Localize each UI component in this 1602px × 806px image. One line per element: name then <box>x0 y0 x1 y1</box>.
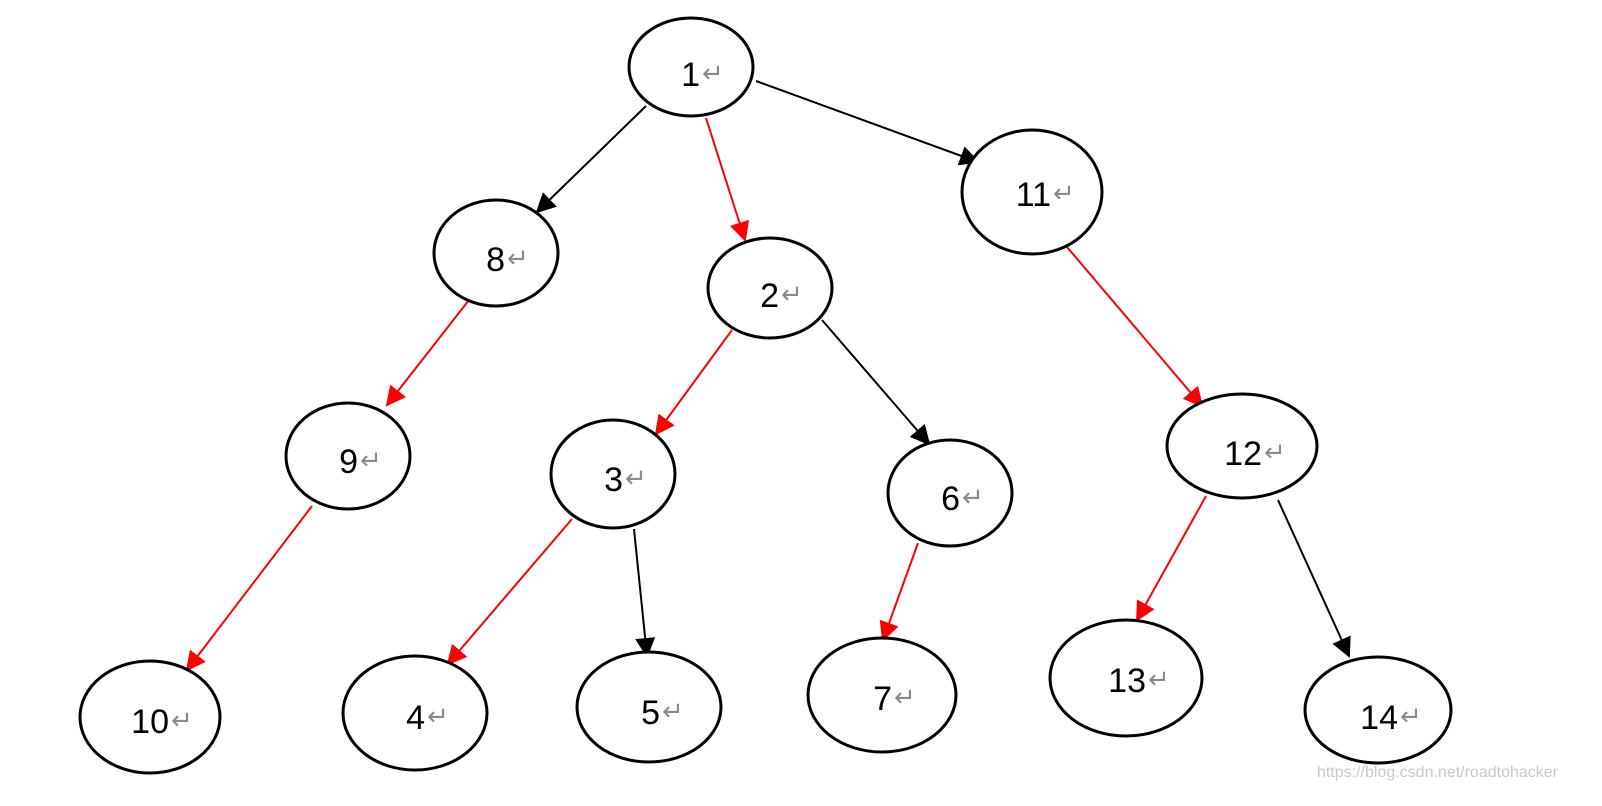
edge-8-9 <box>385 299 470 407</box>
edge-1-11 <box>755 80 980 166</box>
node-label: 11 <box>1016 176 1051 214</box>
paragraph-mark-icon: ↵ <box>662 697 684 727</box>
tree-node-9: 9 ↵ <box>284 401 412 511</box>
node-ellipse <box>78 659 222 775</box>
node-label: 1 <box>681 56 700 94</box>
node-ellipse <box>432 198 560 308</box>
tree-node-4: 4 ↵ <box>341 654 489 772</box>
edge-11-12 <box>1066 246 1204 408</box>
node-label: 7 <box>873 680 892 718</box>
tree-node-12: 12 ↵ <box>1165 392 1319 500</box>
node-label: 14 <box>1360 699 1398 737</box>
paragraph-mark-icon: ↵ <box>894 683 916 713</box>
edges <box>185 80 1351 672</box>
paragraph-mark-icon: ↵ <box>781 280 803 310</box>
nodes: 1 ↵ 8 ↵ 2 ↵ 11 ↵ 9 ↵ 3 ↵ 6 <box>78 16 1453 775</box>
tree-node-2: 2 ↵ <box>706 236 834 340</box>
node-label: 2 <box>760 277 779 315</box>
tree-node-1: 1 ↵ <box>627 16 755 118</box>
node-ellipse <box>960 128 1104 256</box>
node-label: 9 <box>339 443 358 481</box>
edge-2-6 <box>821 319 931 446</box>
tree-node-3: 3 ↵ <box>549 418 677 530</box>
edge-2-3 <box>654 329 733 436</box>
node-ellipse <box>1303 655 1453 765</box>
paragraph-mark-icon: ↵ <box>625 464 647 494</box>
node-label: 12 <box>1224 435 1262 473</box>
node-label: 5 <box>641 694 660 732</box>
node-label: 6 <box>941 480 960 518</box>
node-ellipse <box>706 236 834 340</box>
edge-6-7 <box>879 542 919 642</box>
node-label: 4 <box>406 699 425 737</box>
watermark: https://blog.csdn.net/roadtohacker <box>1317 764 1559 781</box>
paragraph-mark-icon: ↵ <box>1053 179 1075 209</box>
edge-3-4 <box>446 518 573 666</box>
node-ellipse <box>575 650 723 764</box>
tree-node-14: 14 ↵ <box>1303 655 1453 765</box>
paragraph-mark-icon: ↵ <box>1148 665 1170 695</box>
node-label: 8 <box>486 241 505 279</box>
node-ellipse <box>1165 392 1319 500</box>
node-ellipse <box>284 401 412 511</box>
tree-node-10: 10 ↵ <box>78 659 222 775</box>
node-ellipse <box>549 418 677 530</box>
node-ellipse <box>341 654 489 772</box>
edge-9-10 <box>185 505 313 672</box>
node-label: 10 <box>131 703 169 741</box>
edge-12-14 <box>1277 499 1351 658</box>
edge-12-13 <box>1136 495 1207 622</box>
paragraph-mark-icon: ↵ <box>171 706 193 736</box>
paragraph-mark-icon: ↵ <box>702 59 724 89</box>
paragraph-mark-icon: ↵ <box>507 244 529 274</box>
node-ellipse <box>627 16 755 118</box>
node-label: 3 <box>604 461 623 499</box>
tree-node-11: 11 ↵ <box>960 128 1104 256</box>
tree-node-8: 8 ↵ <box>432 198 560 308</box>
tree-node-7: 7 ↵ <box>806 636 958 754</box>
edge-1-2 <box>705 117 750 242</box>
edge-1-8 <box>535 105 647 214</box>
paragraph-mark-icon: ↵ <box>1400 702 1422 732</box>
tree-node-13: 13 ↵ <box>1048 618 1204 738</box>
node-ellipse <box>1048 618 1204 738</box>
paragraph-mark-icon: ↵ <box>962 483 984 513</box>
paragraph-mark-icon: ↵ <box>427 702 449 732</box>
edge-3-5 <box>633 528 656 658</box>
node-label: 13 <box>1108 662 1146 700</box>
paragraph-mark-icon: ↵ <box>1264 438 1286 468</box>
tree-node-6: 6 ↵ <box>886 438 1014 548</box>
node-ellipse <box>886 438 1014 548</box>
tree-node-5: 5 ↵ <box>575 650 723 764</box>
node-ellipse <box>806 636 958 754</box>
paragraph-mark-icon: ↵ <box>360 446 382 476</box>
